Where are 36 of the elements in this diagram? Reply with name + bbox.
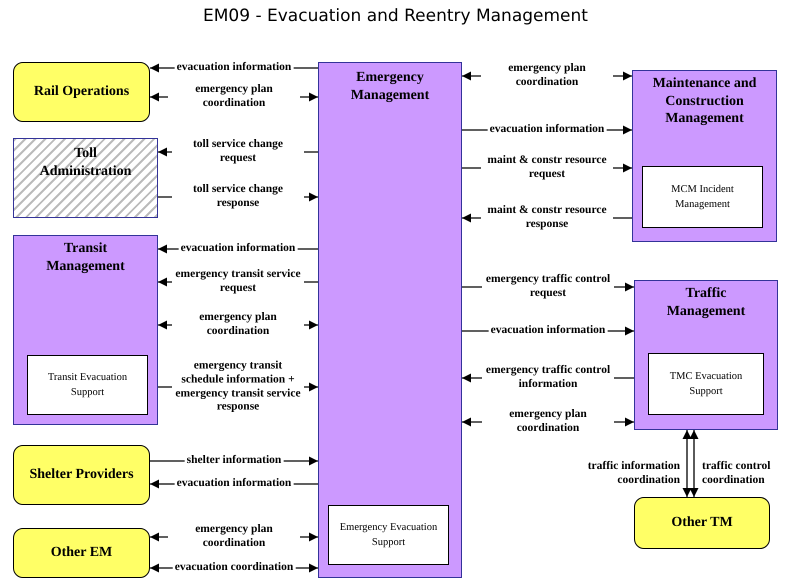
edge-label: toll service change response xyxy=(172,183,304,211)
edge-label: toll service change request xyxy=(172,138,304,166)
equipment-package-box xyxy=(642,166,763,228)
edge-label: emergency traffic control request xyxy=(482,273,614,301)
terminator-box xyxy=(634,497,770,549)
subsystem-box xyxy=(634,280,778,430)
edge-label: emergency transit service request xyxy=(172,268,304,296)
equipment-package-box xyxy=(648,353,764,415)
edge-label: maint & constr resource response xyxy=(481,204,613,232)
node-label: Toll Administration xyxy=(38,145,132,180)
node-label: Traffic Management xyxy=(666,285,746,320)
diagram-title: EM09 - Evacuation and Reentry Management xyxy=(202,6,589,26)
node-label: Rail Operations xyxy=(34,83,130,101)
terminator-box xyxy=(13,445,150,505)
edge-label: maint & constr resource request xyxy=(481,154,613,182)
terminator-box xyxy=(13,528,150,578)
node-label: Emergency Management xyxy=(350,69,430,104)
node-label: Other TM xyxy=(671,514,733,532)
node-label: Transit Management xyxy=(45,240,126,275)
arrow xyxy=(682,430,692,497)
node-label: MCM Incident Management xyxy=(670,182,735,212)
node-label: Other EM xyxy=(50,544,112,562)
node-label: Emergency Evacuation Support xyxy=(338,520,438,550)
equipment-package-box xyxy=(328,505,449,565)
equipment-package-box xyxy=(27,355,148,415)
subsystem-box xyxy=(632,70,777,242)
node-label: Maintenance and Construction Management xyxy=(652,75,758,128)
node-label: Transit Evacuation Support xyxy=(46,370,128,400)
node-label: TMC Evacuation Support xyxy=(668,370,744,399)
subsystem-box xyxy=(13,235,158,425)
external-system-box xyxy=(13,138,158,218)
subsystem-box xyxy=(318,62,462,578)
node-label: Shelter Providers xyxy=(29,466,134,484)
arrow xyxy=(690,430,698,497)
edge-label: emergency transit schedule information + emergency transit service response xyxy=(172,359,304,415)
terminator-box xyxy=(13,62,150,122)
